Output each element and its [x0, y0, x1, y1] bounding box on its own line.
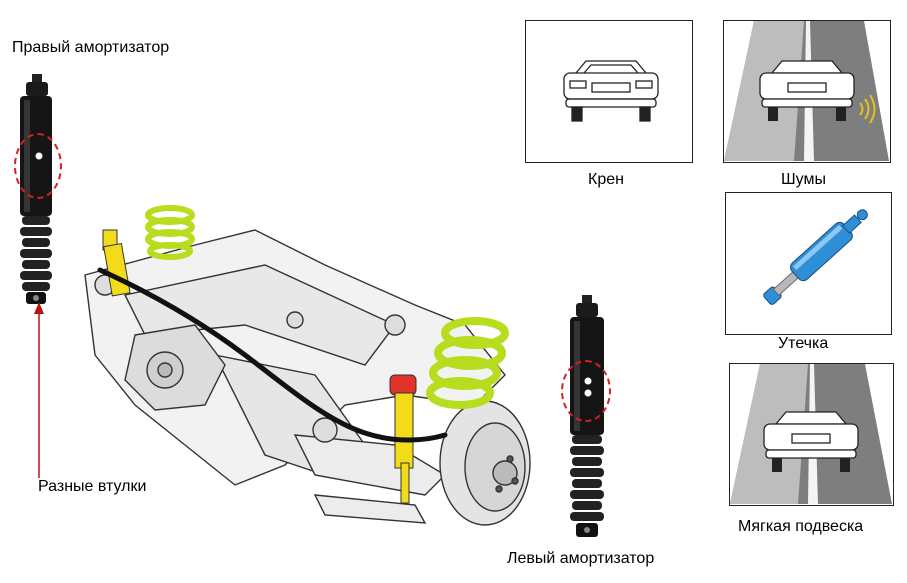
blue-shock-absorber-icon	[763, 209, 868, 305]
right-shock-highlight-circle	[14, 133, 62, 199]
noise-panel	[723, 20, 891, 163]
car-rear-view-icon	[563, 60, 659, 122]
rear-suspension-icon	[84, 205, 531, 526]
leak-label: Утечка	[778, 335, 829, 352]
left-shock-highlight-circle	[561, 360, 611, 422]
car-on-road-icon	[730, 364, 892, 504]
car-on-road-noise-icon	[724, 21, 889, 161]
bushings-pointer-arrow	[34, 302, 44, 478]
roll-label: Крен	[588, 171, 624, 188]
roll-panel	[525, 20, 693, 163]
left-shock-label: Левый амортизатор	[507, 550, 655, 567]
leak-panel	[725, 192, 892, 335]
bushings-label: Разные втулки	[38, 478, 147, 495]
soft-panel	[729, 363, 894, 506]
noise-label: Шумы	[781, 171, 826, 188]
right-shock-label: Правый амортизатор	[12, 39, 170, 56]
soft-label: Мягкая подвеска	[738, 518, 864, 535]
